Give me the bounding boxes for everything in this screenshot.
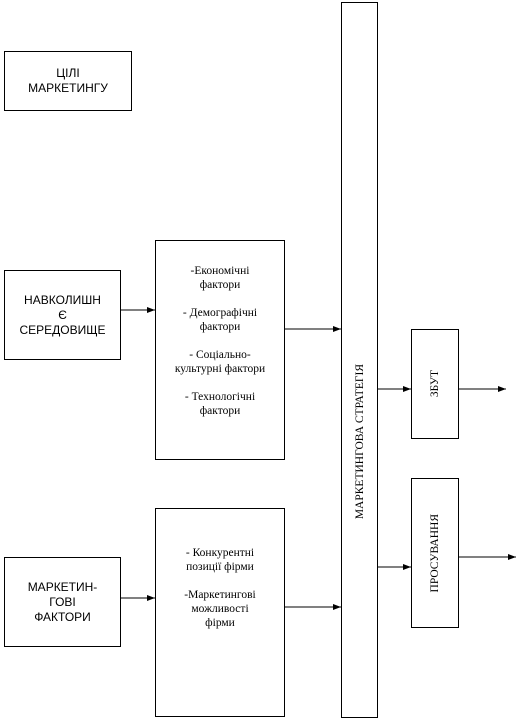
environment-label: НАВКОЛИШН Є СЕРЕДОВИЩЕ — [19, 292, 106, 337]
factor-technological: - Технологічні фактори — [184, 391, 256, 417]
sales-box: ЗБУТ — [411, 329, 459, 439]
marketing-goals-label: ЦІЛІ МАРКЕТИНГУ — [28, 66, 108, 95]
promotion-box: ПРОСУВАННЯ — [411, 478, 459, 628]
marketing-factors-label: МАРКЕТИН- ГОВІ ФАКТОРИ — [27, 579, 98, 624]
marketing-goals-box: ЦІЛІ МАРКЕТИНГУ — [4, 51, 132, 111]
factor-competitive-position: - Конкурентні позиції фірми — [185, 547, 255, 573]
marketing-strategy-label: МАРКЕТИНГОВА СТРАТЕГІЯ — [353, 364, 366, 520]
internal-factors-box: - Конкурентні позиції фірми -Маркетингов… — [155, 508, 285, 717]
factor-marketing-capabilities: -Маркетингові можливості фірми — [184, 589, 256, 629]
marketing-factors-box: МАРКЕТИН- ГОВІ ФАКТОРИ — [4, 557, 121, 647]
sales-label: ЗБУТ — [429, 370, 441, 398]
promotion-label: ПРОСУВАННЯ — [429, 513, 441, 593]
environment-factors-box: -Економічні фактори - Демографічні факто… — [155, 240, 285, 460]
factor-sociocultural: - Соціально- культурні фактори — [174, 349, 266, 375]
environment-box: НАВКОЛИШН Є СЕРЕДОВИЩЕ — [4, 270, 121, 360]
factor-economic: -Економічні фактори — [190, 265, 250, 291]
marketing-strategy-box: МАРКЕТИНГОВА СТРАТЕГІЯ — [341, 2, 378, 718]
factor-demographic: - Демографічні фактори — [182, 307, 258, 333]
